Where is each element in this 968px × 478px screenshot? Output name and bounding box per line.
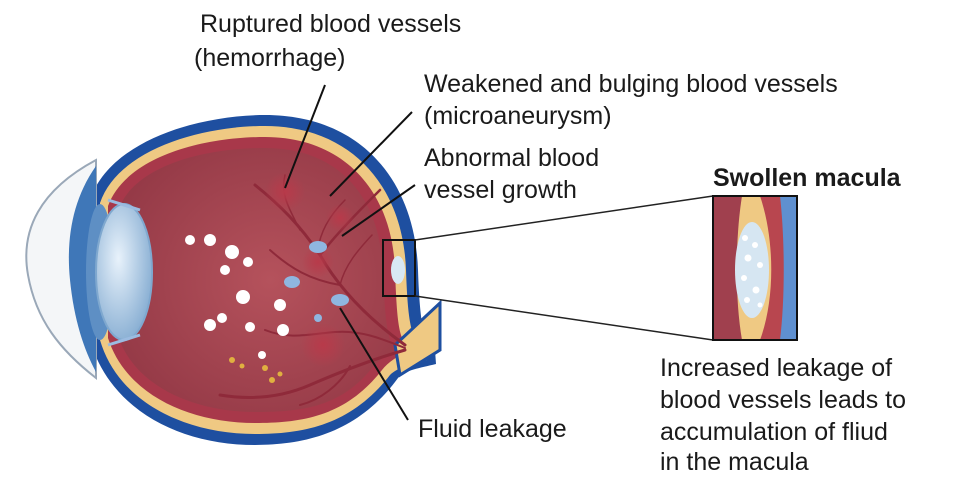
label-increased-line1: Increased leakage of <box>660 352 892 384</box>
label-hemorrhage-line1: Ruptured blood vessels <box>200 8 461 40</box>
label-hemorrhage-line2: (hemorrhage) <box>194 42 345 74</box>
label-growth-line2: vessel growth <box>424 174 577 206</box>
label-increased-line2: blood vessels leads to <box>660 384 906 416</box>
label-increased-line3: accumulation of fliud <box>660 416 888 448</box>
label-growth-line1: Abnormal blood <box>424 142 599 174</box>
macula-inset <box>713 196 797 340</box>
zoom-line-bottom <box>415 296 713 340</box>
label-microaneurysm-line1: Weakened and bulging blood vessels <box>424 68 838 100</box>
label-microaneurysm-line2: (microaneurysm) <box>424 100 612 132</box>
label-increased-line4: in the macula <box>660 446 809 478</box>
macula-fluid-small <box>391 256 405 284</box>
label-swollen-macula: Swollen macula <box>713 162 901 194</box>
label-fluid-leakage: Fluid leakage <box>418 413 567 445</box>
